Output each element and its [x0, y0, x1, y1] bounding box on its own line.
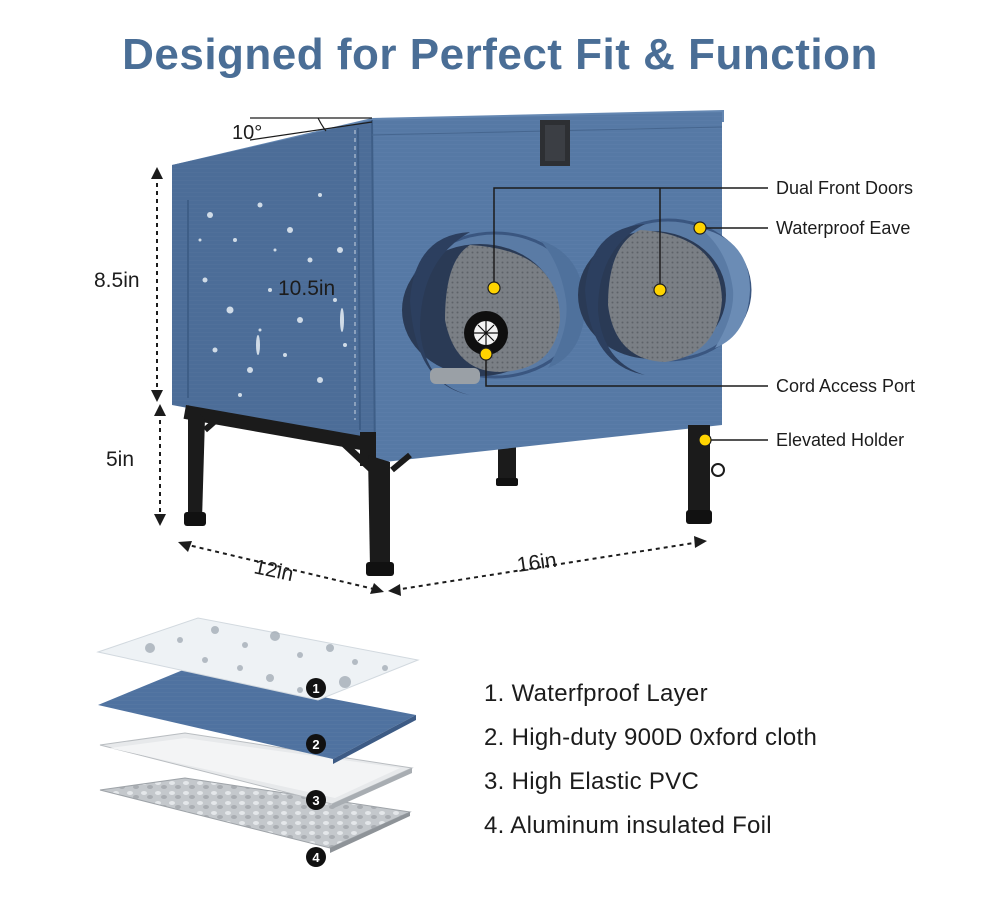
angle-label: 10° — [232, 122, 262, 144]
leg-height-label: 5in — [106, 448, 134, 471]
layer-badge-number: 4 — [312, 850, 320, 865]
water-droplets — [198, 193, 347, 397]
dimension-lines — [151, 117, 707, 596]
callout-leaders — [485, 187, 768, 441]
material-layers — [96, 617, 420, 853]
layer-badge-number: 2 — [312, 737, 319, 752]
layer-item-3: 3. High Elastic PVC — [484, 768, 700, 795]
layer-badge-4: 4 — [306, 847, 326, 867]
layer-badges: 1 2 3 4 — [306, 678, 326, 867]
callout-waterproof-eave: Waterproof Eave — [776, 218, 910, 238]
layer-item-2: 2. High-duty 900D 0xford cloth — [484, 724, 818, 751]
front-height-label: 8.5in — [94, 269, 140, 292]
layer-list: 1. Waterfproof Layer 2. High-duty 900D 0… — [484, 674, 817, 850]
cat-house — [172, 110, 752, 576]
layer-badge-3: 3 — [306, 790, 326, 810]
layer-badge-number: 1 — [312, 681, 319, 696]
page-title: Designed for Perfect Fit & Function — [122, 30, 878, 79]
layer-foil — [99, 777, 412, 853]
cord-access-port — [464, 311, 508, 355]
layer-badge-number: 3 — [312, 793, 319, 808]
layer-badge-2: 2 — [306, 734, 326, 754]
layer-badge-1: 1 — [306, 678, 326, 698]
layer-pvc — [99, 732, 414, 809]
frame — [183, 405, 725, 576]
callout-cord-access-port: Cord Access Port — [776, 376, 915, 396]
layer-item-1: 1. Waterfproof Layer — [484, 680, 708, 707]
right-door — [578, 218, 752, 375]
layer-oxford — [98, 670, 416, 764]
layer-waterproof — [96, 617, 420, 701]
callout-markers — [479, 221, 712, 447]
layer-item-4: 4. Aluminum insulated Foil — [484, 812, 772, 839]
depth-label: 12in — [252, 555, 296, 586]
callout-dual-front-doors: Dual Front Doors — [776, 178, 913, 198]
back-height-label: 10.5in — [278, 277, 335, 300]
back-legs — [496, 445, 518, 486]
width-label: 16in — [515, 549, 558, 577]
callout-elevated-holder: Elevated Holder — [776, 430, 904, 450]
